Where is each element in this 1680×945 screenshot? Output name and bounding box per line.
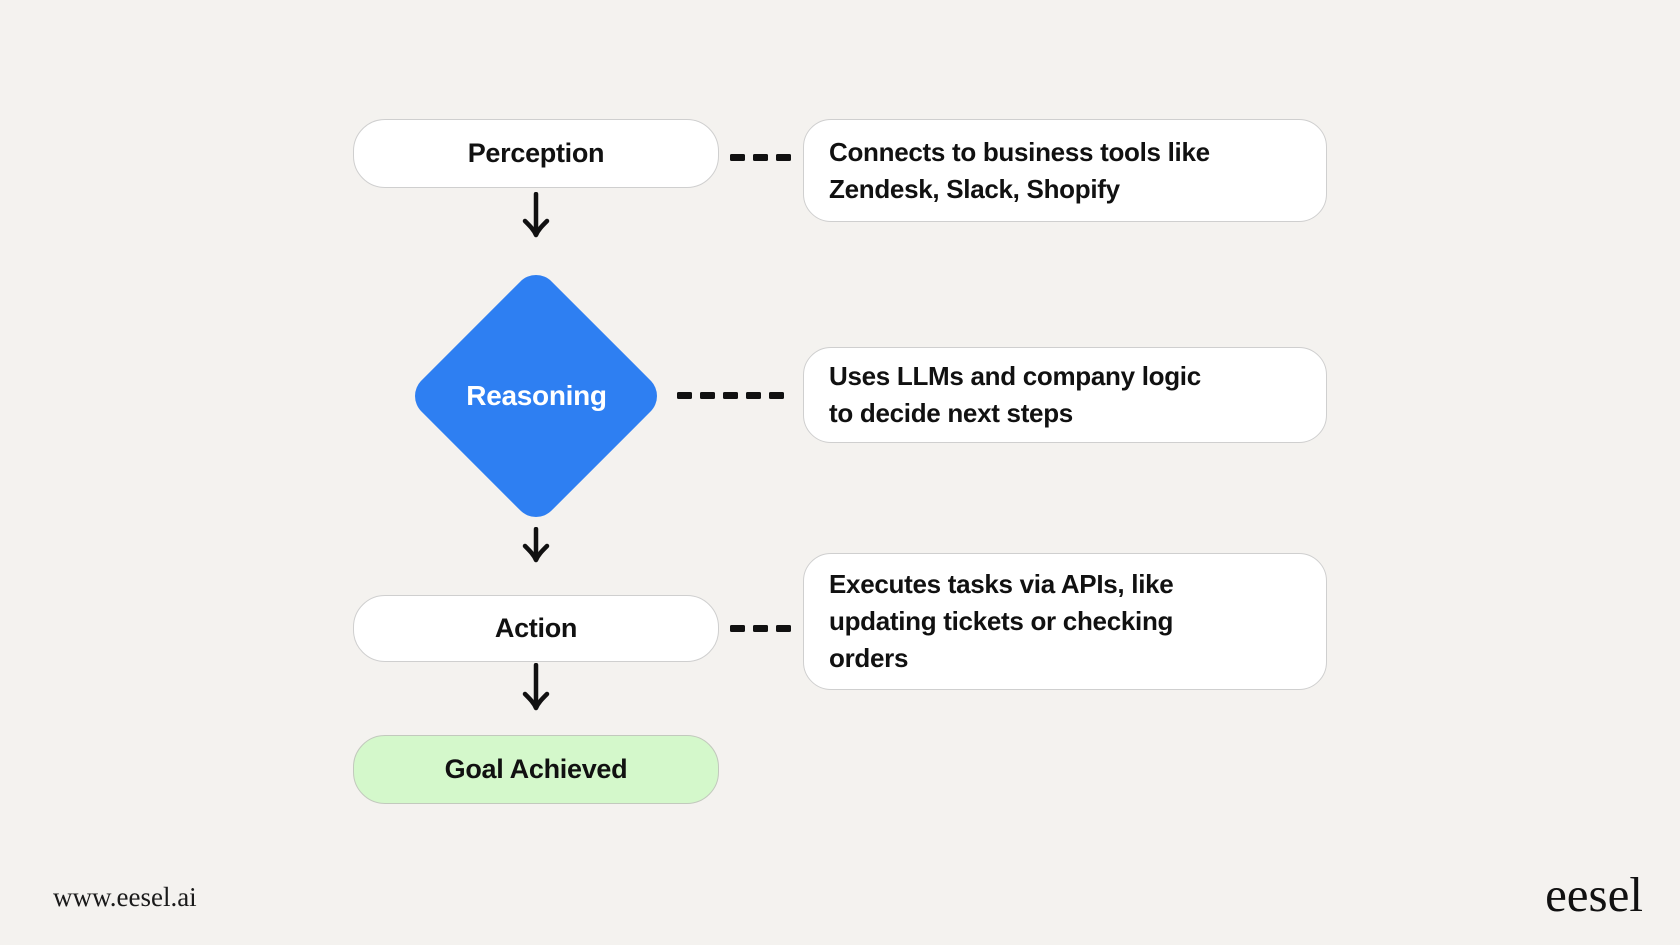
dash-segment [746, 392, 761, 399]
dashed-connector-perception [730, 154, 791, 161]
dash-segment [723, 392, 738, 399]
callout-reasoning-line1: Uses LLMs and company logic [829, 361, 1201, 391]
dashed-connector-reasoning [677, 392, 784, 399]
node-action: Action [353, 595, 719, 662]
node-action-label: Action [494, 613, 578, 643]
dash-segment [730, 154, 745, 161]
arrow-down-icon [518, 527, 554, 563]
callout-action-line2: updating tickets or checking [829, 606, 1174, 636]
eesel-logo: eesel [1545, 867, 1643, 922]
node-perception-label: Perception [467, 138, 605, 168]
node-reasoning-label: Reasoning [466, 380, 607, 411]
dash-segment [730, 625, 745, 632]
node-perception: Perception [353, 119, 719, 188]
callout-perception-line1: Connects to business tools like [829, 136, 1210, 167]
callout-action-line3: orders [829, 643, 909, 673]
dash-segment [677, 392, 692, 399]
dash-segment [776, 625, 791, 632]
callout-perception: Connects to business tools like Zendesk,… [803, 119, 1327, 222]
footer-website-url: www.eesel.ai [53, 882, 197, 912]
callout-action: Executes tasks via APIs, like updating t… [803, 553, 1327, 690]
dash-segment [700, 392, 715, 399]
dash-segment [776, 154, 791, 161]
callout-perception-line2: Zendesk, Slack, Shopify [829, 173, 1120, 204]
dash-segment [753, 625, 768, 632]
arrow-down-icon [518, 192, 554, 238]
node-goal-achieved-label: Goal Achieved [444, 754, 628, 784]
callout-action-line1: Executes tasks via APIs, like [829, 569, 1174, 599]
callout-reasoning-line2: to decide next steps [829, 398, 1073, 428]
callout-reasoning: Uses LLMs and company logic to decide ne… [803, 347, 1327, 443]
dash-segment [753, 154, 768, 161]
node-goal-achieved: Goal Achieved [353, 735, 719, 804]
dash-segment [769, 392, 784, 399]
arrow-down-icon [518, 663, 554, 711]
dashed-connector-action [730, 625, 791, 632]
